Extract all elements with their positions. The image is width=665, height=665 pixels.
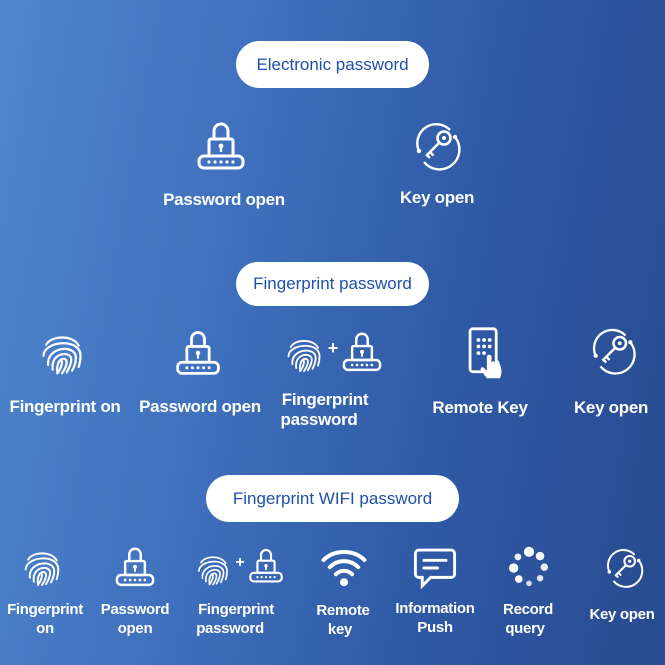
plus-icon: +	[235, 554, 245, 571]
wifi-password-open-label-line2: open	[117, 620, 153, 637]
fingerprint-password-label-line1: Fingerprint	[281, 390, 369, 409]
wifi-remote-key-label-line1: Remote	[316, 602, 370, 619]
fingerprint-icon	[37, 328, 87, 378]
wifi-icon	[318, 544, 370, 592]
lock-keypad-icon	[339, 329, 385, 373]
section-title-fingerprint-wifi-password: Fingerprint WIFI password	[206, 475, 459, 522]
fingerprint-icon	[194, 550, 232, 588]
fingerprint-key-open-label: Key open	[573, 398, 649, 417]
section-title-electronic-password: Electronic password	[236, 41, 429, 88]
remote-key-label: Remote Key	[432, 398, 528, 417]
plus-icon: +	[327, 338, 339, 358]
electronic-key-open-label: Key open	[399, 188, 475, 207]
lock-keypad-icon	[112, 543, 158, 589]
lock-keypad-icon	[246, 545, 286, 585]
message-icon	[412, 545, 458, 591]
fingerprint-icon	[283, 333, 325, 375]
electronic-password-open-label: Password open	[163, 190, 285, 209]
phone-keypad-icon	[464, 326, 506, 382]
wifi-record-query-label-line2: query	[505, 620, 545, 637]
wifi-remote-key-label-line2: key	[327, 621, 353, 638]
fingerprint-icon	[20, 545, 64, 589]
key-circle-icon	[587, 324, 639, 376]
key-circle-icon	[410, 118, 464, 172]
wifi-key-open-label: Key open	[589, 606, 655, 623]
section-title-fingerprint-password: Fingerprint password	[236, 262, 429, 306]
wifi-fingerprint-on-label-line1: Fingerprint	[7, 601, 83, 618]
wifi-information-push-label-line2: Push	[417, 619, 453, 636]
fingerprint-on-label: Fingerprint on	[9, 397, 121, 416]
wifi-fingerprint-on-label-line2: on	[36, 620, 54, 637]
wifi-fingerprint-password-label-line1: Fingerprint	[198, 601, 274, 618]
lock-keypad-icon	[172, 327, 224, 377]
wifi-information-push-label-line1: Information	[395, 600, 475, 617]
wifi-fingerprint-password-label-line2: password	[196, 620, 264, 637]
fingerprint-password-open-label: Password open	[139, 397, 261, 416]
dots-circle-icon	[506, 545, 552, 591]
lock-keypad-icon	[193, 119, 249, 171]
key-circle-icon	[602, 545, 646, 589]
fingerprint-password-label-line2: password	[280, 410, 358, 429]
wifi-password-open-label-line1: Password	[100, 601, 170, 618]
wifi-record-query-label-line1: Record	[503, 601, 553, 618]
